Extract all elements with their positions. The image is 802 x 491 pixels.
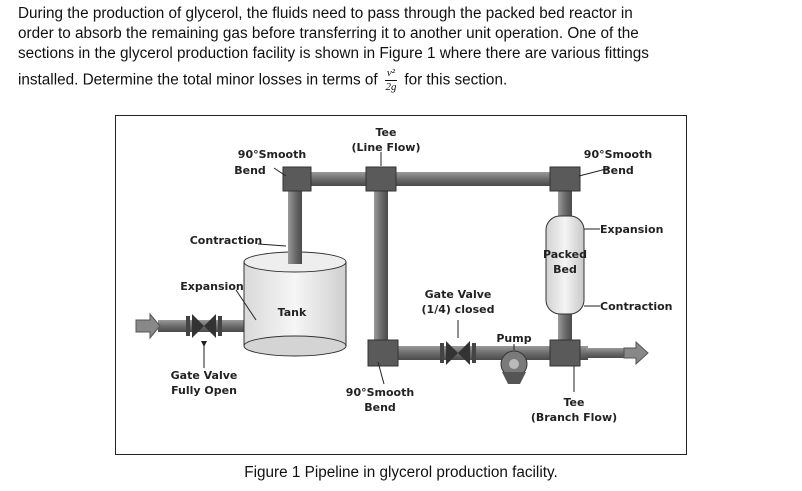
question-line-1: During the production of glycerol, the f… [18,5,633,22]
label-bend-bottom-2: Bend [364,401,396,414]
velocity-head-fraction: v² 2g [384,67,398,93]
label-tee-branch-1: Tee [564,396,585,409]
question-line-4-start: installed. Determine the total minor los… [18,71,378,89]
figure-caption: Figure 1 Pipeline in glycerol production… [244,464,558,481]
label-contraction-left: Contraction [190,234,263,247]
fraction-denominator: 2g [385,81,397,93]
bend-bottom [367,339,399,367]
tank-riser-pipe [288,176,302,266]
question-line-4: installed. Determine the total minor los… [18,68,790,93]
label-bend-top-left: 90°Smooth [238,148,306,161]
bend-top-left [282,166,312,192]
outlet-flow-arrow [623,340,649,366]
label-tank: Tank [278,306,307,319]
label-gate-valve-open-2: Fully Open [171,384,237,397]
packed-bed [545,215,585,315]
question-line-4-end: for this section. [404,71,508,89]
question-line-3: sections in the glycerol production faci… [18,45,649,62]
label-packed-bed-1: Packed [543,248,587,261]
pump [500,350,528,384]
label-expansion-left: Expansion [180,280,243,293]
label-gate-valve-open-1: Gate Valve [171,369,238,382]
label-expansion-right: Expansion [600,223,663,236]
label-bend-top-right-2: Bend [602,164,634,177]
label-packed-bed-2: Bed [553,263,577,276]
label-tee-branch-2: (Branch Flow) [531,411,617,424]
inlet-flow-arrow [135,312,161,340]
label-tee-line-1: Tee [376,126,397,139]
tank [243,250,347,357]
fraction-numerator: v² [384,67,398,81]
label-bend-bottom-1: 90°Smooth [346,386,414,399]
label-contraction-right: Contraction [600,300,673,313]
label-pump: Pump [496,332,531,345]
bottom-pipe [378,346,588,360]
label-gate-valve-quarter-2: (1/4) closed [422,303,495,316]
tee-line-flow [365,166,397,192]
outlet-pipe [586,348,626,358]
question-text: During the production of glycerol, the f… [18,4,790,93]
gate-valve-fully-open [186,314,222,338]
label-gate-valve-quarter-1: Gate Valve [425,288,492,301]
gate-valve-quarter-closed [440,341,476,365]
label-tee-line-2: (Line Flow) [352,141,421,154]
pipeline-figure: 90°Smooth Bend Tee (Line Flow) 90°Smooth… [115,115,687,455]
label-bend-top-right: 90°Smooth [584,148,652,161]
question-line-2: order to absorb the remaining gas before… [18,25,639,42]
tee-branch-flow [549,339,581,367]
top-pipe [290,172,560,186]
bend-top-right [549,166,581,192]
middle-down-pipe [374,182,388,352]
pipeline-diagram: 90°Smooth Bend Tee (Line Flow) 90°Smooth… [135,126,673,424]
label-bend-top-left-2: Bend [234,164,266,177]
